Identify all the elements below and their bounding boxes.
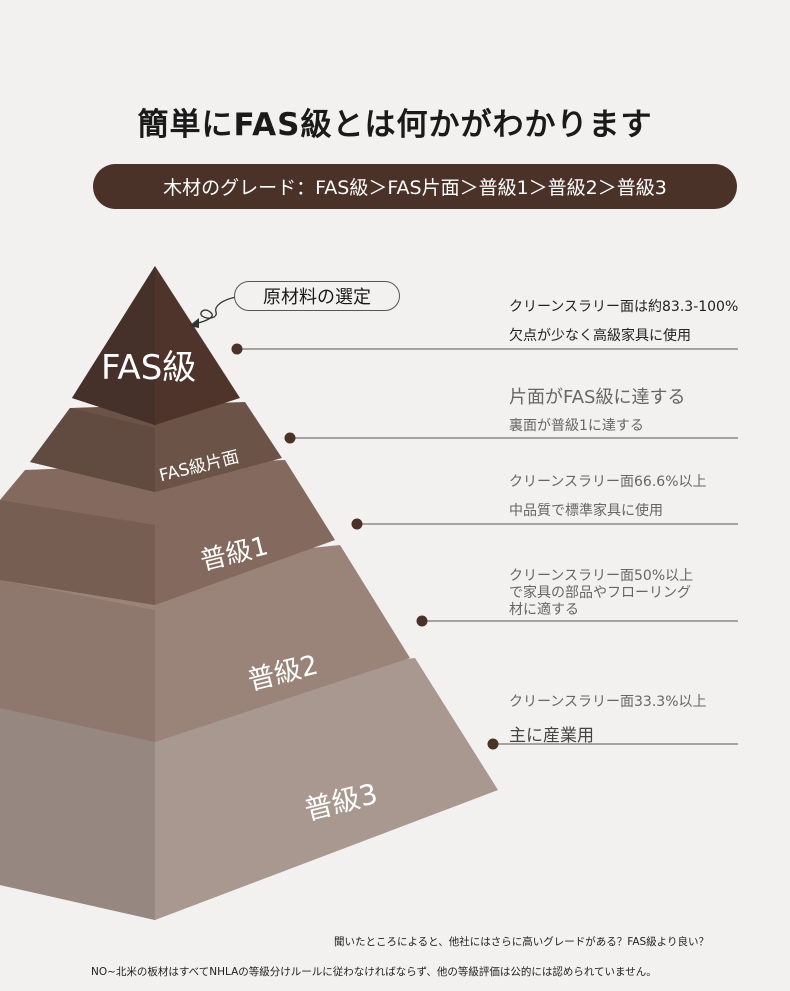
footer-line-1: 聞いたところによると、他社にはさらに高いグレードがある？FAS級より良い？ — [334, 936, 709, 948]
note-1-line-2: 欠点が少なく高級家具に使用 — [509, 328, 691, 344]
grade-banner-text: 木材のグレード：FAS級＞FAS片面＞普級1＞普級2＞普級3 — [163, 177, 667, 199]
note-4-line-2: で家具の部品やフローリング — [509, 585, 691, 601]
note-1-line-1: クリーンスラリー面は約83.3-100% — [509, 299, 739, 315]
connector-dot-1 — [231, 343, 243, 355]
footer-line-2: NO~北米の板材はすべてNHLAの等級分けルールに従わなければならず、他の等級評… — [91, 966, 657, 978]
connector-dot-4 — [416, 615, 428, 627]
note-4-line-1: クリーンスラリー面50%以上 — [509, 568, 694, 584]
note-5-line-2: 主に産業用 — [509, 726, 594, 746]
tier-2-left-face — [30, 408, 155, 492]
title-area: 簡単にFAS級とは何かがわかります — [0, 96, 790, 146]
note-3-line-1: クリーンスラリー面66.6%以上 — [509, 474, 707, 490]
page-title: 簡単にFAS級とは何かがわかります — [137, 106, 653, 143]
note-4-line-3: 材に適する — [509, 602, 579, 618]
note-5-line-1: クリーンスラリー面33.3%以上 — [509, 694, 707, 710]
raw-material-callout: 原材料の選定 — [234, 281, 400, 311]
tier-4-left-face — [0, 580, 155, 742]
raw-material-callout-label: 原材料の選定 — [263, 287, 371, 308]
note-3-line-2: 中品質で標準家具に使用 — [509, 503, 663, 519]
callout-arrowhead-icon — [189, 318, 199, 328]
callout-arrow-icon — [192, 296, 237, 325]
tier-1-label: FAS級 — [101, 348, 197, 388]
tier-5-left-face — [0, 708, 155, 920]
note-2-line-2: 裏面が普級1に達する — [509, 418, 644, 434]
connector-dot-3 — [351, 518, 363, 530]
connector-dot-5 — [487, 738, 499, 750]
tier-1-left-face — [72, 266, 155, 425]
note-2-line-1: 片面がFAS級に達する — [509, 387, 686, 408]
grade-banner: 木材のグレード：FAS級＞FAS片面＞普級1＞普級2＞普級3 — [93, 164, 737, 209]
connector-dot-2 — [284, 432, 296, 444]
tier-3-left-face — [0, 500, 155, 605]
